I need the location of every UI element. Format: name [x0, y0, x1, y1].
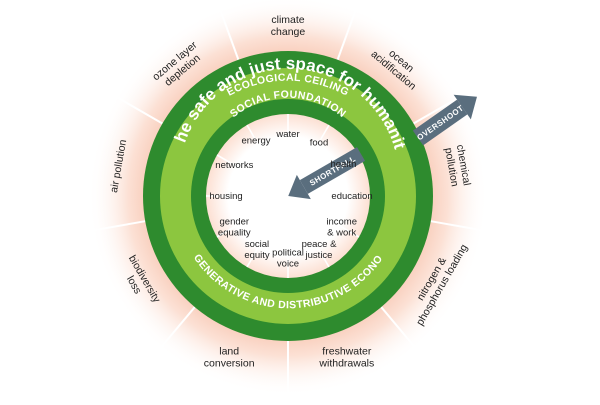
- label-line: freshwater: [322, 346, 372, 358]
- label-line: social: [245, 239, 269, 250]
- label-line: water: [275, 129, 299, 140]
- diagram-social-: education: [331, 191, 372, 202]
- label-line: voice: [277, 259, 299, 270]
- outer-divider: [413, 95, 462, 125]
- inner-divider: [290, 200, 330, 268]
- label-line: conversion: [204, 358, 255, 370]
- inner-divider: [246, 124, 286, 192]
- inner-divider: [246, 200, 286, 268]
- diagram-social-: energy: [241, 136, 270, 147]
- diagram-social-: peace &justice: [302, 239, 338, 261]
- inner-divider: [292, 198, 360, 238]
- label-line: & work: [327, 228, 356, 239]
- diagram-social-: networks: [215, 160, 253, 171]
- label-line: housing: [209, 191, 242, 202]
- inner-divider: [216, 198, 284, 238]
- inner-shortfall-area: [206, 114, 370, 278]
- label-line: climate: [271, 14, 304, 26]
- outer-divider: [158, 306, 196, 350]
- label-line: energy: [241, 136, 270, 147]
- diagram-social-: water: [275, 129, 299, 140]
- outer-divider: [430, 220, 486, 232]
- outer-divider: [90, 220, 146, 232]
- outer-divider: [114, 95, 163, 125]
- label-line: gender: [220, 217, 250, 228]
- diagram-social-: income& work: [326, 217, 357, 239]
- label-line: networks: [215, 160, 253, 171]
- label-line: peace &: [302, 239, 338, 250]
- diagram-social-: housing: [209, 191, 242, 202]
- outer-divider: [380, 306, 418, 350]
- diagram-social-: health: [330, 159, 356, 170]
- label-line: equity: [244, 250, 270, 261]
- outer-divider: [336, 7, 358, 61]
- label-line: equality: [218, 228, 251, 239]
- label-line: land: [219, 346, 239, 358]
- outer-divider-lines: [90, 7, 486, 396]
- label-line: food: [310, 137, 329, 148]
- outer-divider: [218, 7, 240, 61]
- label-line: change: [271, 26, 306, 38]
- inner-divider: [216, 154, 284, 194]
- label-line: withdrawals: [318, 358, 374, 370]
- label-line: health: [330, 159, 356, 170]
- diagram-social-: food: [310, 137, 329, 148]
- label-line: income: [326, 217, 357, 228]
- label-line: education: [331, 191, 372, 202]
- label-line: political: [272, 248, 304, 259]
- label-line: justice: [305, 250, 333, 261]
